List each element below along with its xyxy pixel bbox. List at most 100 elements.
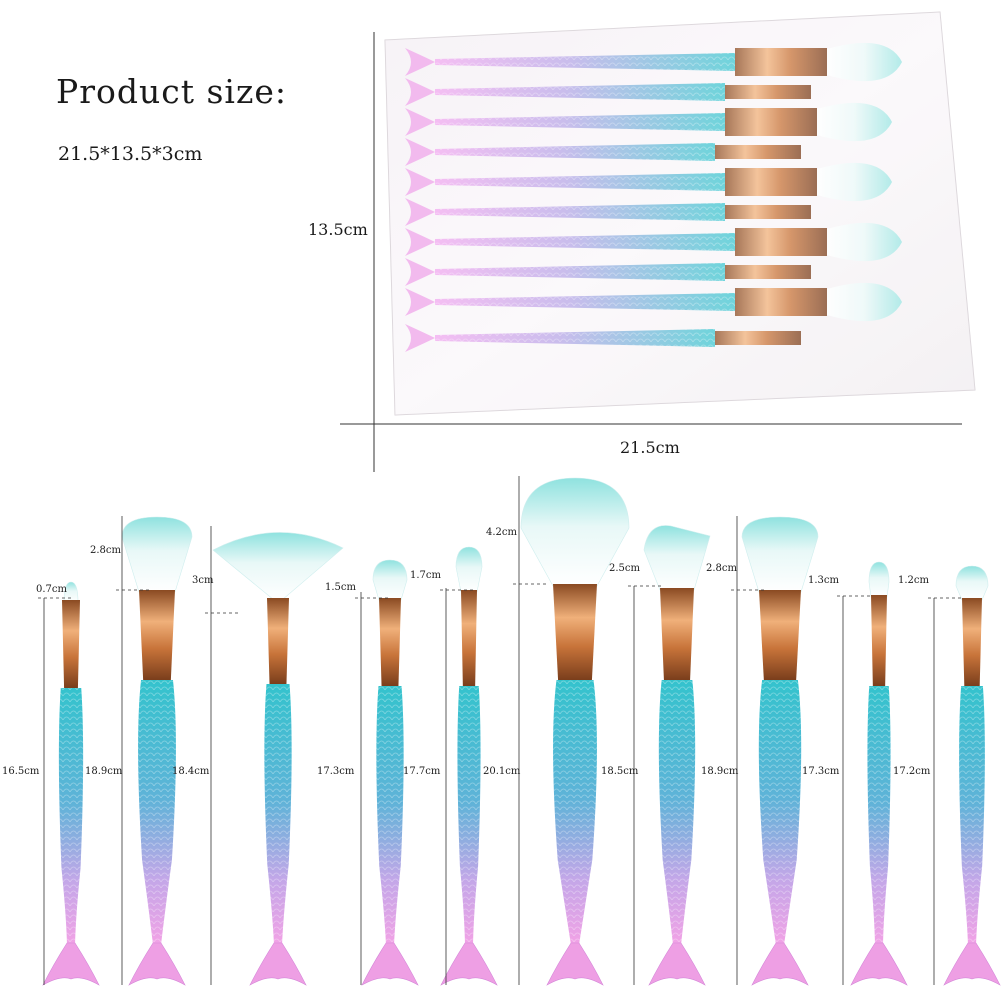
package-height-label: 13.5cm <box>308 220 368 239</box>
scale-texture <box>435 293 735 311</box>
brush-ferrule <box>735 228 827 256</box>
brush-bristles <box>212 532 344 601</box>
brush-ferrule <box>553 584 597 680</box>
packaged-brush <box>405 222 902 262</box>
packaged-brush <box>405 258 811 286</box>
tail-fin-icon <box>405 138 435 166</box>
brush-bristles <box>827 282 902 322</box>
tail-fin-icon <box>648 942 706 986</box>
brush-ferrule <box>62 600 80 688</box>
brush-10-handle-label: 17.2cm <box>893 766 931 777</box>
scale-texture <box>435 203 725 221</box>
brush-ferrule <box>660 588 694 680</box>
brush-ferrule <box>725 85 811 99</box>
brush-8-handle-label: 18.9cm <box>701 766 739 777</box>
tail-fin-icon <box>751 942 809 986</box>
brush-bristles <box>372 559 408 601</box>
brush-4-handle-label: 17.3cm <box>317 766 355 777</box>
brush-bristles <box>643 525 711 591</box>
product-size-title: Product size: <box>56 72 287 111</box>
brush-1-handle-label: 16.5cm <box>2 766 40 777</box>
brush-ferrule <box>962 598 982 686</box>
brush-7 <box>643 525 711 986</box>
tail-fin-icon <box>405 168 435 196</box>
brush-ferrule <box>871 595 887 686</box>
scale-texture <box>435 233 735 251</box>
brush-bristles <box>955 565 989 601</box>
scale-texture <box>435 263 725 281</box>
packaged-brushes <box>405 42 902 352</box>
tail-fin-icon <box>405 108 435 136</box>
packaged-brush <box>405 324 801 352</box>
brush-ferrule <box>725 205 811 219</box>
scale-texture <box>435 329 715 347</box>
scale-texture <box>867 686 891 945</box>
brush-ferrule <box>759 590 801 680</box>
packaged-brush <box>405 42 902 82</box>
scale-texture <box>553 680 597 945</box>
brush-bristles <box>817 102 892 142</box>
brush-5 <box>440 546 498 986</box>
brush-ferrule <box>379 598 401 686</box>
tail-fin-icon <box>440 942 498 986</box>
scale-texture <box>376 686 404 945</box>
brush-ferrule <box>715 145 801 159</box>
brush-6 <box>520 477 630 986</box>
brush-bristles <box>827 222 902 262</box>
brush-ferrule <box>725 108 817 136</box>
scale-texture <box>457 686 481 945</box>
tail-fin-icon <box>249 942 307 986</box>
brush-10-head-label: 1.2cm <box>898 575 929 586</box>
brush-1 <box>42 581 100 986</box>
brush-ferrule <box>715 331 801 345</box>
package-width-label: 21.5cm <box>620 438 680 457</box>
scale-texture <box>264 684 292 945</box>
packaged-brush <box>405 78 811 106</box>
brush-4-head-label: 1.5cm <box>325 582 356 593</box>
brush-bristles <box>868 561 890 598</box>
brush-bristles <box>827 42 902 82</box>
brush-9-handle-label: 17.3cm <box>802 766 840 777</box>
tail-fin-icon <box>42 942 100 986</box>
tail-fin-icon <box>405 324 435 352</box>
brush-7-handle-label: 18.5cm <box>601 766 639 777</box>
product-dimensions: 21.5*13.5*3cm <box>58 143 203 165</box>
brush-ferrule <box>267 598 289 684</box>
brush-2 <box>121 516 193 986</box>
tail-fin-icon <box>361 942 419 986</box>
packaged-brush <box>405 162 892 202</box>
brush-ferrule <box>139 590 175 680</box>
brush-bristles <box>121 516 193 593</box>
tail-fin-icon <box>546 942 604 986</box>
package-bag <box>384 11 976 416</box>
packaged-brush <box>405 102 892 142</box>
brush-5-head-label: 1.7cm <box>410 570 441 581</box>
scale-texture <box>58 688 84 945</box>
brush-3-handle-label: 18.4cm <box>172 766 210 777</box>
brush-6-head-label: 4.2cm <box>486 527 517 538</box>
brush-5-handle-label: 17.7cm <box>403 766 441 777</box>
brush-9-head-label: 1.3cm <box>808 575 839 586</box>
brush-9 <box>850 561 908 986</box>
brush-2-handle-label: 18.9cm <box>85 766 123 777</box>
brush-7-head-label: 2.5cm <box>609 563 640 574</box>
brush-2-head-label: 2.8cm <box>90 545 121 556</box>
scale-texture <box>758 680 802 945</box>
brush-ferrule <box>725 265 811 279</box>
scale-texture <box>658 680 696 945</box>
brush-ferrule <box>461 590 477 686</box>
brush-bristles <box>520 477 630 587</box>
brush-bristles <box>455 546 483 593</box>
brush-1-head-label: 0.7cm <box>36 584 67 595</box>
tail-fin-icon <box>850 942 908 986</box>
scale-texture <box>959 686 985 945</box>
scale-texture <box>435 143 715 161</box>
packaged-brush <box>405 138 801 166</box>
scale-texture <box>435 53 735 71</box>
scale-texture <box>435 113 725 131</box>
brush-ferrule <box>735 48 827 76</box>
brush-bristles <box>741 516 819 593</box>
brush-3 <box>212 532 344 986</box>
tail-fin-icon <box>405 78 435 106</box>
